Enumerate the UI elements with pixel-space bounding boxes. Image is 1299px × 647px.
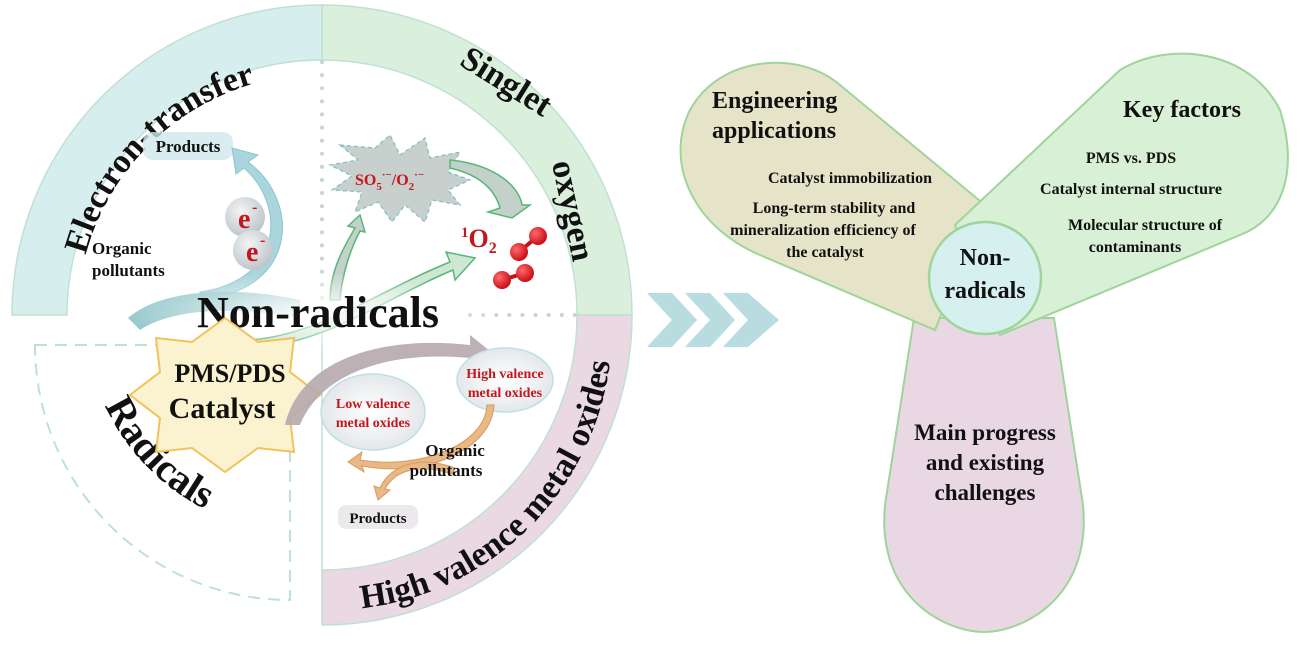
progress-label-1: Main progress bbox=[914, 420, 1056, 445]
engineering-title-2: applications bbox=[712, 118, 836, 144]
key-factors-item: Molecular structure of bbox=[1068, 217, 1223, 234]
progress-label-2: and existing bbox=[926, 450, 1045, 475]
reduction-arrow bbox=[347, 404, 495, 474]
high-valence-label-2: metal oxides bbox=[468, 386, 543, 401]
key-factors-item: PMS vs. PDS bbox=[1086, 150, 1176, 167]
products-highlight bbox=[143, 132, 233, 160]
electron-icon: e - bbox=[225, 197, 265, 237]
engineering-item: mineralization efficiency of bbox=[730, 222, 916, 239]
chevron-arrows-icon bbox=[647, 293, 779, 347]
radical-burst-icon bbox=[328, 134, 472, 224]
key-factors-title: Key factors bbox=[1123, 97, 1241, 123]
petal-engineering bbox=[679, 61, 987, 332]
engineering-item: the catalyst bbox=[786, 244, 864, 261]
hub-circle bbox=[927, 220, 1043, 336]
low-valence-label-1: Low valence bbox=[336, 397, 410, 412]
svg-text:e: e bbox=[238, 204, 250, 235]
catalyst-label-1: PMS/PDS bbox=[174, 359, 285, 388]
singlet-arrow-1 bbox=[449, 159, 533, 219]
low-valence-oval bbox=[320, 373, 426, 451]
ring-high-valence bbox=[321, 314, 633, 626]
catalyst-star bbox=[128, 316, 322, 474]
hv-organic-label-1: Organic bbox=[425, 441, 485, 460]
hv-organic-label-2: pollutants bbox=[410, 461, 483, 480]
products-arrow bbox=[373, 461, 456, 501]
progress-label-3: challenges bbox=[935, 480, 1036, 505]
hub-label-1: Non- bbox=[960, 245, 1011, 271]
svg-text:e: e bbox=[246, 237, 258, 268]
catalyst-label-2: Catalyst bbox=[169, 392, 276, 425]
svg-text:-: - bbox=[252, 199, 257, 216]
engineering-item: Catalyst immobilization bbox=[768, 170, 932, 187]
electron-icon: e - bbox=[233, 230, 273, 270]
et-products-label: Products bbox=[156, 137, 221, 156]
superoxide-label: SO5·−/O2·− bbox=[355, 169, 424, 193]
hub-label-2: radicals bbox=[944, 278, 1025, 304]
key-factors-item: Catalyst internal structure bbox=[1040, 181, 1222, 198]
oxygen-molecule-icon bbox=[493, 264, 534, 289]
svg-text:-: - bbox=[260, 232, 265, 249]
high-valence-arrow bbox=[285, 335, 495, 425]
et-organic-label-2: pollutants bbox=[92, 261, 165, 280]
hv-products-highlight bbox=[338, 505, 418, 529]
singlet-oxygen-label: 1O2 bbox=[461, 224, 497, 257]
low-valence-label-2: metal oxides bbox=[336, 416, 411, 431]
key-factors-item: contaminants bbox=[1089, 239, 1181, 256]
petal-main-progress bbox=[883, 317, 1085, 634]
oxygen-molecule-icon bbox=[510, 227, 547, 261]
et-organic-label-1: Organic bbox=[92, 239, 152, 258]
summary-flower: Non- radicals Engineering applications C… bbox=[679, 52, 1289, 634]
high-valence-oval bbox=[456, 347, 554, 413]
mechanism-wheel: Electron-transfer Singlet oxygen High va… bbox=[11, 4, 633, 626]
high-valence-label-1: High valence bbox=[466, 367, 543, 382]
radicals-quadrant bbox=[33, 344, 291, 602]
engineering-title-1: Engineering bbox=[712, 88, 837, 114]
hv-products-label: Products bbox=[349, 511, 406, 527]
engineering-item: Long-term stability and bbox=[753, 200, 916, 217]
